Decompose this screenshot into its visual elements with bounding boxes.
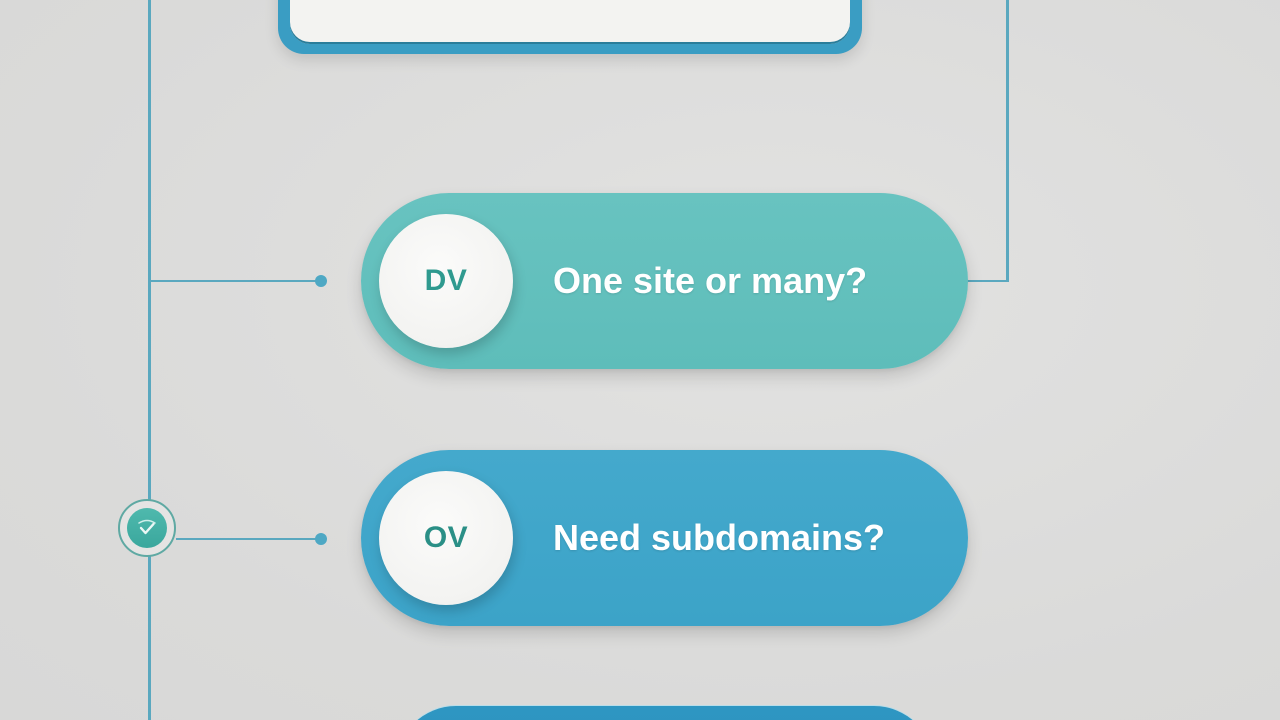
ov-question-label: Need subdomains? bbox=[553, 517, 886, 558]
branch-dot-ov bbox=[315, 533, 327, 545]
dv-question-label: One site or many? bbox=[553, 260, 868, 301]
left-spine-line bbox=[148, 0, 151, 720]
node-dv-pill[interactable]: DV One site or many? bbox=[361, 193, 968, 369]
ov-badge: OV bbox=[379, 471, 513, 605]
top-card[interactable] bbox=[278, 0, 862, 54]
node-ov-pill[interactable]: OV Need subdomains? bbox=[361, 450, 968, 626]
top-card-body bbox=[290, 0, 850, 44]
checkpoint-node[interactable] bbox=[118, 499, 176, 557]
branch-line-dv bbox=[150, 280, 320, 282]
node-next-pill[interactable] bbox=[396, 706, 934, 720]
dv-badge: DV bbox=[379, 214, 513, 348]
right-connector-horizontal bbox=[966, 280, 1009, 282]
branch-dot-dv bbox=[315, 275, 327, 287]
right-connector-vertical bbox=[1006, 0, 1009, 282]
branch-line-ov bbox=[176, 538, 320, 540]
check-shield-icon bbox=[127, 508, 167, 548]
